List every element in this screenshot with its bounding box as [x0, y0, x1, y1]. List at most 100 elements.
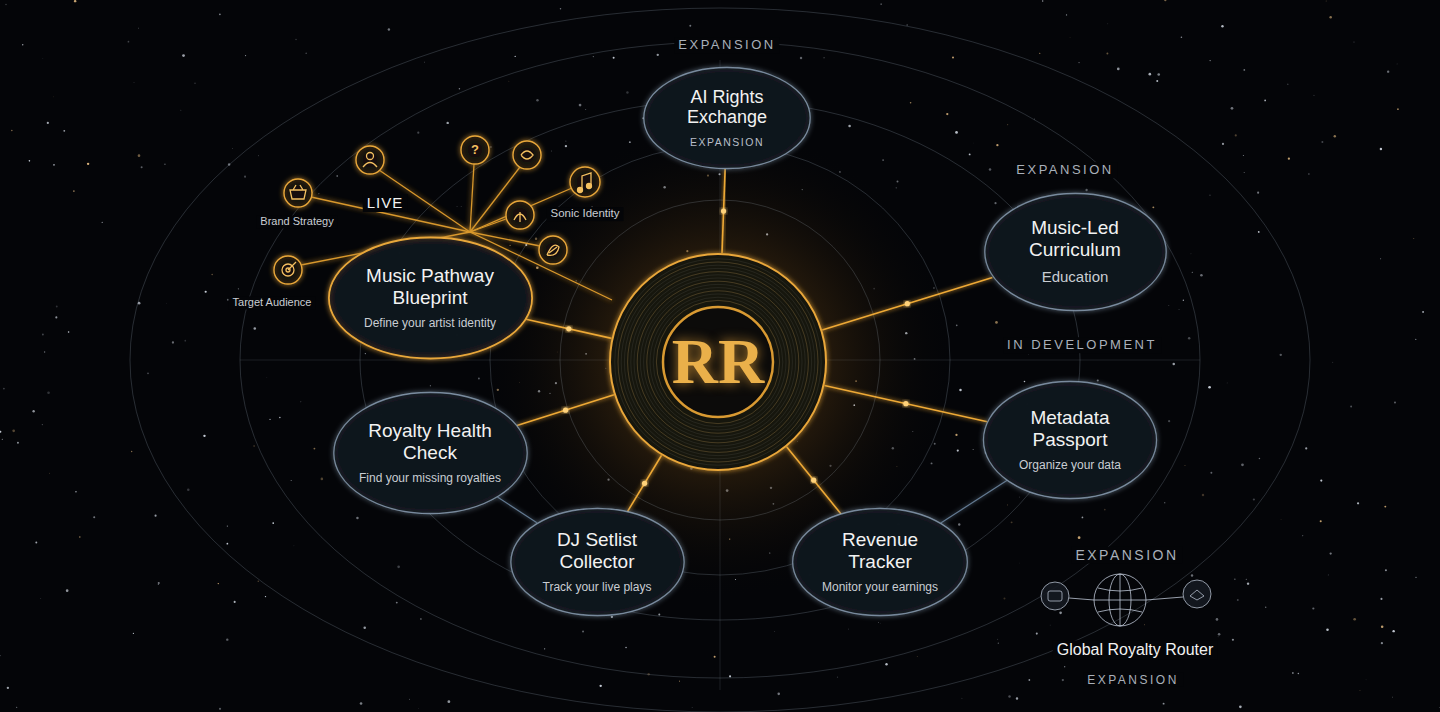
star	[430, 385, 431, 386]
star	[253, 327, 256, 330]
node-title: Metadata Passport	[1015, 407, 1125, 450]
star	[1247, 582, 1249, 584]
star	[180, 109, 182, 111]
status-tag: EXPANSION	[1012, 162, 1117, 178]
star	[203, 435, 205, 437]
star	[689, 25, 691, 27]
junction-dot	[642, 481, 647, 486]
star	[955, 131, 958, 134]
star	[1327, 574, 1329, 576]
star	[3, 388, 5, 390]
star	[1265, 606, 1266, 607]
star	[1039, 53, 1040, 54]
star	[234, 601, 236, 603]
star	[625, 647, 627, 649]
star	[1326, 629, 1329, 632]
star	[1007, 504, 1009, 506]
star	[910, 102, 912, 104]
star	[1232, 639, 1234, 641]
star	[133, 82, 135, 84]
ellipse-border	[510, 509, 683, 616]
star	[1018, 562, 1020, 564]
node-content: Royalty Health CheckFind your missing ro…	[332, 391, 529, 515]
feature-ellipse: Royalty Health CheckFind your missing ro…	[332, 391, 529, 515]
star	[1298, 673, 1300, 675]
star	[166, 302, 168, 304]
star	[956, 324, 958, 326]
orbit-rings	[130, 8, 1310, 712]
star	[133, 633, 134, 634]
logo-text: RR	[672, 326, 764, 398]
star	[356, 517, 359, 520]
node-subtitle: Find your missing royalties	[359, 471, 501, 486]
star	[409, 699, 410, 700]
star	[1332, 361, 1334, 363]
vinyl-groove	[647, 291, 789, 433]
star	[1191, 574, 1193, 576]
star	[205, 291, 207, 293]
star	[896, 187, 897, 188]
connectors	[497, 169, 1006, 562]
connector-line	[824, 386, 987, 422]
icon-caption: Brand Strategy	[256, 215, 337, 228]
star	[1415, 577, 1416, 578]
star	[1242, 154, 1244, 156]
star	[1107, 23, 1109, 25]
star	[1246, 579, 1247, 580]
vinyl-groove	[618, 262, 818, 462]
star	[1243, 69, 1245, 71]
star	[1016, 697, 1018, 699]
star	[187, 488, 190, 491]
vinyl-rim	[610, 254, 826, 470]
star	[599, 685, 601, 687]
icon-caption: Target Audience	[229, 296, 316, 309]
star	[1387, 70, 1389, 72]
star	[269, 419, 270, 420]
vinyl-groove	[640, 284, 795, 439]
star	[44, 351, 45, 352]
feature-ellipse: DJ Setlist CollectorTrack your live play…	[509, 507, 686, 617]
star	[219, 13, 221, 15]
star	[579, 104, 582, 107]
star	[1365, 679, 1367, 681]
star	[1243, 172, 1245, 174]
junction-dot	[903, 401, 908, 406]
feature-ellipse: Metadata PassportOrganize your data	[982, 380, 1158, 500]
star	[880, 3, 881, 4]
star	[885, 663, 887, 665]
star	[194, 83, 195, 84]
star	[1104, 509, 1106, 511]
star	[565, 140, 566, 141]
star	[17, 442, 19, 444]
star	[184, 340, 186, 342]
star	[42, 57, 44, 59]
star	[544, 648, 545, 649]
star	[1257, 192, 1259, 194]
star	[424, 61, 426, 63]
star	[1210, 472, 1212, 474]
star	[1381, 642, 1383, 644]
star	[906, 24, 908, 26]
star	[102, 222, 103, 223]
star	[916, 656, 918, 658]
star	[219, 708, 221, 710]
star	[300, 401, 302, 403]
star	[42, 424, 43, 425]
star	[1163, 703, 1165, 705]
star	[1222, 143, 1224, 145]
star	[1143, 624, 1145, 626]
star	[258, 155, 260, 157]
star	[1391, 696, 1393, 698]
star	[1024, 381, 1026, 383]
star	[73, 190, 75, 192]
junction-dot	[905, 301, 910, 306]
star	[1183, 300, 1184, 301]
ellipse-border	[793, 509, 968, 616]
star	[53, 164, 55, 166]
star	[1302, 535, 1304, 537]
star	[1313, 95, 1314, 96]
star	[1117, 68, 1120, 71]
status-tag: EXPANSION	[1071, 547, 1182, 564]
star	[305, 52, 307, 54]
star	[66, 589, 69, 592]
